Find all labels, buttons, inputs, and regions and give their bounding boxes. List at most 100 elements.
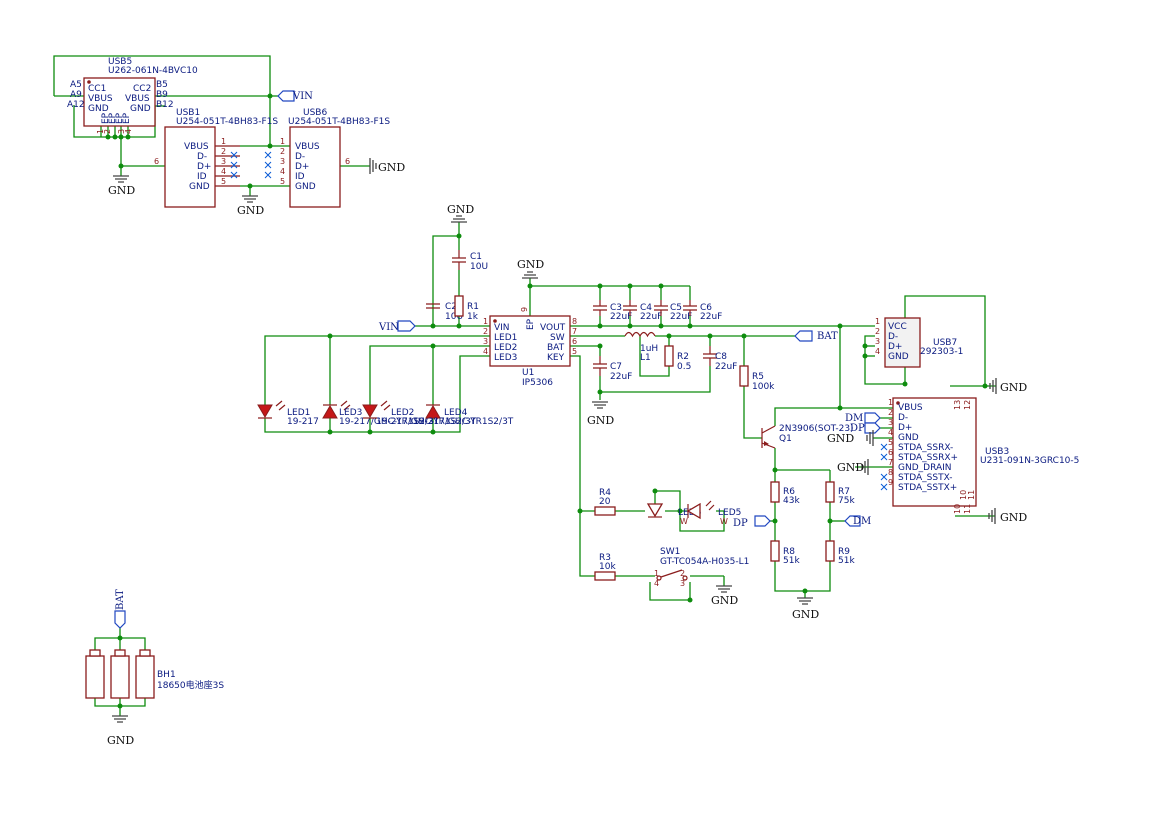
gnd-symbol-usb6: GND	[369, 158, 405, 174]
resistor-r5: R5 100k	[739, 365, 775, 392]
gnd-symbol-c7: GND	[587, 401, 614, 427]
usb7-num-3: 3	[875, 337, 880, 346]
net-label-dp-left: DP	[733, 518, 748, 529]
c1-value: 10U	[470, 262, 488, 272]
usb3-num-13: 13	[953, 400, 962, 410]
usb5-ep-num-1: 1	[96, 129, 105, 134]
net-flag-dp-usb3: DP	[850, 422, 881, 434]
usb5-value: U262-061N-4BVC10	[108, 66, 198, 76]
u1-pin-led2: LED2	[494, 343, 517, 353]
c5-ref: C5	[670, 303, 682, 313]
ic-u1-ip5306: VIN LED1 LED2 LED3 VOUT SW BAT KEY EP 1 …	[483, 307, 577, 388]
usb3-value: U231-091N-3GRC10-5	[980, 456, 1079, 466]
usb7-ref: USB7	[933, 338, 957, 348]
usb1-pin-gnd: GND	[189, 182, 210, 192]
usb3-num-11r: 11	[967, 490, 976, 500]
u1-num-5: 5	[572, 347, 577, 356]
c4-value: 22uF	[640, 312, 662, 322]
usb5-pin-gnd-left: GND	[88, 104, 109, 114]
power-wiring	[264, 222, 996, 603]
u1-pin-led3: LED3	[494, 353, 517, 363]
led-led2: LED2 19-217/GHC-YR1S2/3T	[362, 400, 477, 427]
usb7-num-4: 4	[875, 347, 880, 356]
usb6-pin-id: ID	[295, 172, 305, 182]
r9-value: 51k	[838, 556, 855, 566]
usb5-pin-vbus-right: VBUS	[125, 94, 150, 104]
u1-num-4: 4	[483, 347, 488, 356]
led5-w: W	[720, 517, 728, 526]
usb3-ref: USB3	[985, 447, 1009, 457]
inductor-l1: 1uH L1	[624, 331, 658, 363]
r2-ref: R2	[677, 352, 689, 362]
usb3-num-7: 7	[888, 458, 893, 467]
r5-ref: R5	[752, 372, 764, 382]
usb3-pin-ssrx-minus: STDA_SSRX-	[898, 443, 953, 453]
led-led3: LED3 19-217/GHC-YR1S2/3T	[322, 400, 440, 427]
usb5-pin-gnd-right: GND	[130, 104, 151, 114]
usb3-num-5: 5	[888, 438, 893, 447]
usb1-num-4: 4	[221, 167, 226, 176]
gnd-label-c1: GND	[447, 203, 474, 216]
gnd-symbol-usb7: GND	[989, 378, 1027, 394]
capacitor-c3: C3 22uF	[593, 300, 632, 322]
usb5-pad-b12: B12	[156, 100, 174, 110]
net-flag-vin-top: VIN	[277, 90, 313, 102]
no-connect-marks-usb6	[264, 151, 272, 179]
usb1-value: U254-051T-4BH83-F1S	[176, 117, 278, 127]
capacitor-c6: C6 22uF	[683, 300, 722, 322]
gnd-symbol-usb3-pin4: GND	[827, 430, 874, 446]
usb6-num-4: 4	[280, 167, 285, 176]
resistor-r9: R9 51k	[825, 540, 855, 566]
usb3-num-10b: 10	[953, 504, 962, 514]
led3-value: 19-217/GHC-YR1S2/3T	[339, 417, 440, 427]
usb5-ep-1: EP	[101, 112, 111, 124]
gnd-symbol-usb3-bottom: GND	[988, 508, 1027, 524]
usb5-ep-3: EP	[115, 112, 125, 124]
usb1-num-3: 3	[221, 157, 226, 166]
resistor-r8: R8 51k	[770, 540, 800, 566]
usb7-num-1: 1	[875, 317, 880, 326]
r6-value: 43k	[783, 496, 800, 506]
bh1-value: 18650电池座3S	[157, 679, 224, 691]
u1-num-6: 6	[572, 337, 577, 346]
net-flag-dm-usb3: DM	[845, 412, 881, 424]
usb3-pin-gnd-drain: GND_DRAIN	[898, 463, 952, 473]
c6-value: 22uF	[700, 312, 722, 322]
usb1-pin-id: ID	[197, 172, 207, 182]
usb5-pad-b9: B9	[156, 90, 168, 100]
usb6-pin-dplus: D+	[295, 162, 309, 172]
net-label-vin-top: VIN	[292, 91, 313, 102]
gnd-symbol-usb3-pin7: GND	[837, 459, 869, 475]
usb3-num-3: 3	[888, 418, 893, 427]
c3-value: 22uF	[610, 312, 632, 322]
q1-ref: Q1	[779, 434, 792, 444]
usb6-shield-num: 6	[345, 157, 350, 166]
usb6-value: U254-051T-4BH83-F1S	[288, 117, 390, 127]
led-led5: LED5 W	[686, 500, 741, 526]
usb7-pin-vcc: VCC	[888, 322, 907, 332]
usb6-num-2: 2	[280, 147, 285, 156]
u1-num-9: 9	[520, 307, 529, 312]
usb5-ep-2: EP	[108, 112, 118, 124]
net-label-dm-right: DM	[853, 516, 871, 527]
gnd-symbol-ep: GND	[517, 258, 544, 279]
capacitor-c2: C2 10U	[426, 302, 463, 322]
u1-num-3: 3	[483, 337, 488, 346]
usb3-pin-gnd: GND	[898, 433, 919, 443]
gnd-label-battery: GND	[107, 734, 134, 747]
usb5-pin-vbus-left: VBUS	[88, 94, 113, 104]
l1-ref: L1	[640, 353, 651, 363]
gnd-symbol-usb5: GND	[108, 175, 135, 197]
usb1-connector: USB1 U254-051T-4BH83-F1S VBUS D- D+ ID G…	[154, 108, 278, 208]
r5-value: 100k	[752, 382, 775, 392]
resistor-r3: R3 10k	[594, 553, 616, 581]
net-flag-vin-u1: VIN	[378, 320, 416, 333]
usb5-pin-cc1: CC1	[88, 84, 106, 94]
c8-value: 22uF	[715, 362, 737, 372]
u1-num-2: 2	[483, 327, 488, 336]
no-connect-marks-usb1	[230, 151, 238, 179]
c7-ref: C7	[610, 362, 622, 372]
gnd-symbol-battery: GND	[107, 715, 134, 747]
r3-value: 10k	[599, 562, 616, 572]
